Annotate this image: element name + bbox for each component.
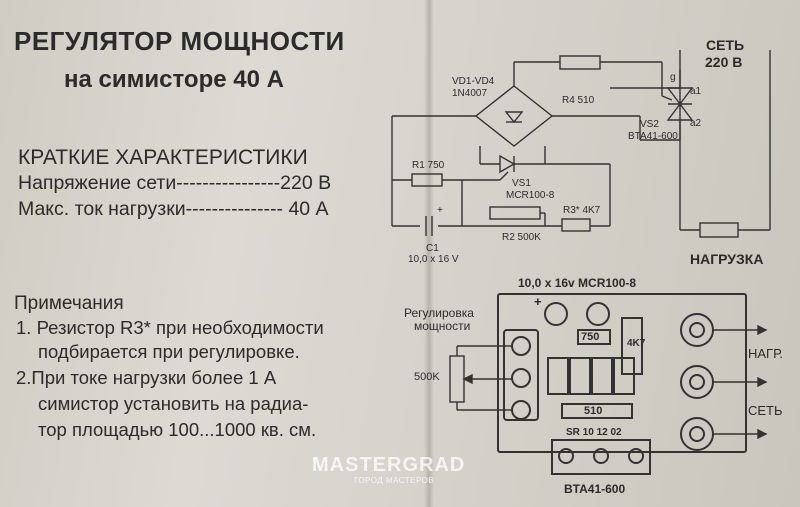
watermark-brand: MASTERGRAD [312, 454, 466, 476]
vs1-label: VS1 [512, 178, 531, 189]
board-load-label: НАГР. [748, 346, 783, 361]
notes-heading: Примечания [14, 293, 124, 314]
watermark-tagline: ГОРОД МАСТЕРОВ [354, 476, 435, 485]
adjust-label-1: Регулировка [404, 306, 474, 320]
vd-part-label: 1N4007 [452, 88, 488, 99]
note-2-line-2: симистор установить на радиа- [38, 393, 309, 414]
note-2-line-1: 2.При токе нагрузки более 1 А [16, 367, 277, 388]
board-code-label: SR 10 12 02 [566, 427, 622, 438]
board-r510-label: 510 [584, 405, 603, 417]
title-line-2: на симисторе 40 А [64, 66, 284, 93]
vs1-part-label: MCR100-8 [506, 190, 555, 201]
pot-value-label: 500K [414, 371, 440, 383]
a1-label: a1 [690, 86, 702, 97]
note-1-line-1: 1. Резистор R3* при необходимости [16, 317, 324, 338]
specs-heading: КРАТКИЕ ХАРАКТЕРИСТИКИ [18, 146, 308, 169]
vs2-label: VS2 [640, 119, 659, 130]
vs2-part-label: BTA41-600 [628, 131, 678, 142]
note-2-line-3: тор площадью 100...1000 кв. см. [38, 419, 317, 440]
spec-voltage: Напряжение сети----------------220 В [18, 172, 332, 194]
r4-label: R4 510 [562, 95, 595, 106]
board-r4k7-label: 4K7 [627, 338, 646, 349]
r3-label: R3* 4K7 [563, 205, 601, 216]
paper-fold [424, 0, 434, 507]
mains-label: СЕТЬ [706, 37, 745, 53]
spec-current: Макс. ток нагрузки--------------- 40 А [18, 198, 329, 220]
adjust-label-2: мощности [414, 319, 471, 333]
board-triac-label: BTA41-600 [564, 482, 626, 496]
c1-label: C1 [426, 243, 439, 254]
note-1-line-2: подбирается при регулировке. [38, 341, 300, 362]
c1-value-label: 10,0 x 16 V [408, 254, 459, 265]
a2-label: a2 [690, 118, 702, 129]
gate-label: g [670, 72, 676, 83]
board-mains-label: СЕТЬ [748, 403, 783, 418]
title-line-1: РЕГУЛЯТОР МОЩНОСТИ [14, 26, 345, 56]
board-plus-label: + [534, 294, 542, 309]
c1-plus-label: + [437, 205, 443, 216]
board-top-label: 10,0 x 16v MCR100-8 [518, 276, 637, 290]
r1-label: R1 750 [412, 160, 445, 171]
load-label: НАГРУЗКА [690, 251, 764, 267]
r2-label: R2 500K [502, 232, 541, 243]
vd-label: VD1-VD4 [452, 76, 495, 87]
mains-voltage-label: 220 В [705, 54, 743, 70]
board-r750-label: 750 [581, 331, 600, 343]
